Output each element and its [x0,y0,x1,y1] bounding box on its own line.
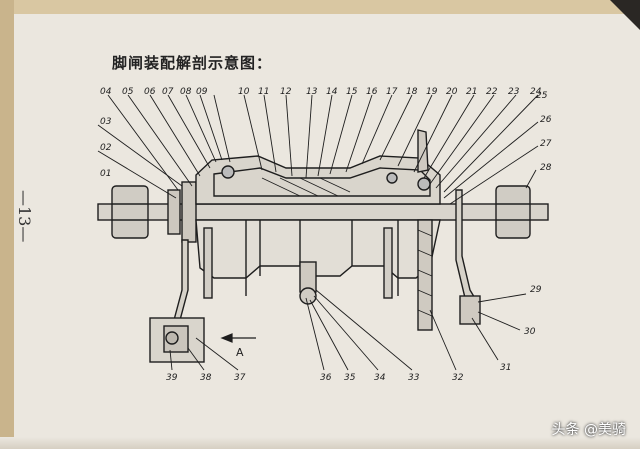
view-arrow-label: A [236,346,244,359]
callout-number: 18 [406,87,418,97]
callout-number: 05 [122,87,134,97]
callout-number: 22 [486,87,498,97]
paper-top-edge [0,0,640,14]
callout-number: 33 [408,373,420,383]
callout-number: 28 [540,163,552,173]
callout-number: 27 [540,139,552,149]
left-axle-nut [111,185,149,239]
callout-number: 36 [320,373,332,383]
paper-corner [610,0,640,30]
callout-number: 09 [196,87,208,97]
top-leader-lines [97,94,539,205]
callout-number: 11 [258,87,269,97]
callout-number: 39 [166,373,178,383]
callout-number: 23 [508,87,520,97]
callout-number: 02 [100,143,112,153]
callout-number: 17 [386,87,398,97]
top-callouts: 04 05 06 07 08 09 10 11 12 13 14 15 16 1… [100,87,548,101]
callout-number: 34 [374,373,386,383]
page-title: 脚闸装配解剖示意图： [112,54,273,72]
callout-number: 07 [162,87,174,97]
callout-number: 15 [346,87,358,97]
callout-number: 13 [306,87,318,97]
callout-number: 21 [466,87,477,97]
left-callouts: 03 02 01 [100,117,112,179]
callout-number: 30 [524,327,536,337]
right-callouts: 26 27 28 29 30 31 [500,115,552,373]
callout-number: 31 [500,363,511,373]
brake-strap [173,239,189,321]
callout-number: 26 [540,115,552,125]
callout-number: 14 [326,87,338,97]
arm-clip [459,295,481,325]
callout-number: 32 [452,373,464,383]
callout-number: 38 [200,373,212,383]
brake-arm [455,189,478,303]
hub-shell-lower [195,219,441,279]
bottom-callouts: 39 38 37 36 35 34 33 32 [166,373,464,383]
hub-shell-upper [195,155,441,205]
sprocket [417,219,433,331]
bottom-leader-lines [169,289,527,371]
view-arrow [220,333,256,343]
callout-number: 10 [238,87,250,97]
callout-number: 19 [426,87,438,97]
callout-number: 37 [234,373,246,383]
axle [97,203,549,221]
watermark: 头条 @美骑 [551,422,626,438]
paper-left-edge [0,0,14,449]
right-axle-nut [495,185,531,239]
paper-bottom-shadow [0,437,640,449]
callout-number: 35 [344,373,356,383]
callout-number: 06 [144,87,156,97]
callout-number: 04 [100,87,112,97]
callout-number: 01 [100,169,111,179]
callout-number: 29 [530,285,542,295]
callout-number: 24 [530,87,542,97]
callout-number: 20 [446,87,458,97]
callout-number: 25 [536,91,548,101]
sprocket-tooth-top [417,129,429,173]
callout-number: 08 [180,87,192,97]
callout-number: 16 [366,87,378,97]
callout-number: 03 [100,117,112,127]
callout-number: 12 [280,87,292,97]
